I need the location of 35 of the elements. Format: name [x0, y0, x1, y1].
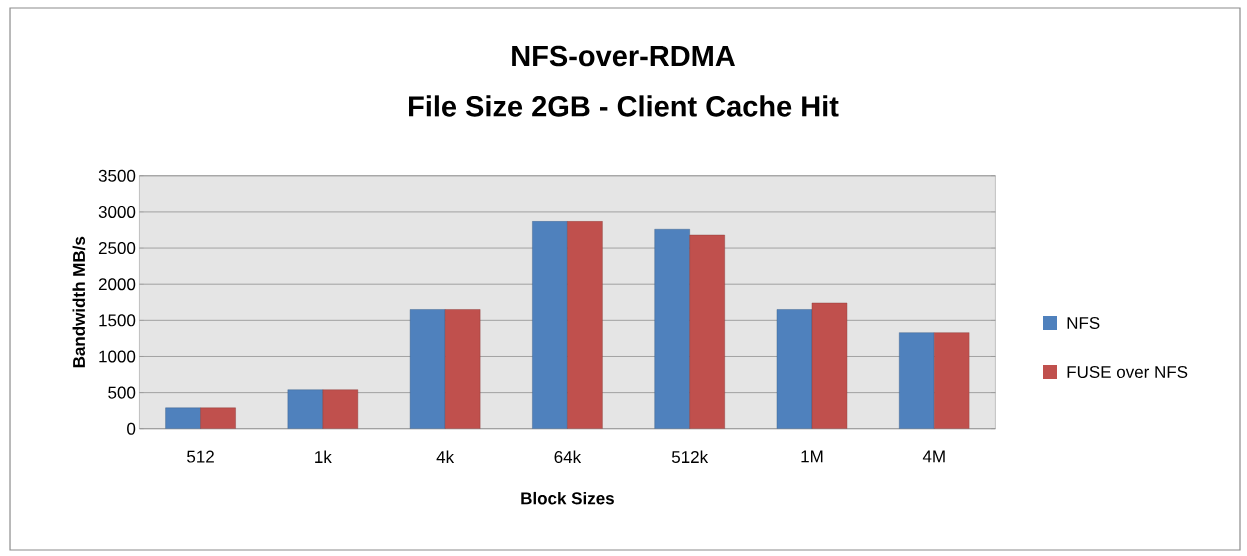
x-tick-label: 512 [187, 450, 214, 463]
bar [934, 332, 970, 429]
bar [654, 229, 690, 429]
bar [322, 389, 359, 429]
x-tick-label: 1k [315, 450, 332, 463]
bar [567, 221, 603, 429]
bar [165, 407, 201, 429]
bar [287, 389, 324, 429]
bar [409, 309, 446, 429]
chart-title: NFS-over-RDMA [512, 45, 735, 67]
bar [200, 407, 236, 429]
x-tick-label: 1M [801, 450, 823, 463]
legend-label: FUSE over NFS [1067, 365, 1188, 378]
y-tick-label: 2000 [98, 278, 136, 291]
bar [689, 234, 725, 429]
y-tick-label: 2500 [98, 242, 136, 255]
x-tick-label: 4M [922, 450, 945, 463]
x-tick-label: 64k [554, 450, 582, 464]
legend-label: NFS [1067, 316, 1100, 329]
chart-title: File Size 2GB - Client Cache Hit [409, 95, 839, 117]
y-tick-label: 3500 [98, 169, 136, 182]
bar [899, 332, 935, 429]
y-tick-label: 500 [108, 386, 136, 399]
y-tick-label: 3000 [98, 205, 136, 218]
y-tick-label: 1000 [99, 350, 136, 363]
x-tick-label: 512k [671, 450, 709, 464]
bar [811, 302, 848, 429]
y-axis-title: Bandwidth MB/s [72, 236, 86, 368]
y-tick-label: 1500 [99, 314, 136, 327]
bar [776, 309, 813, 429]
x-tick-label: 4k [436, 450, 455, 463]
x-axis-title: Block Sizes [521, 491, 614, 505]
bar [532, 221, 568, 429]
bar [444, 309, 481, 429]
y-tick-label: 0 [127, 422, 136, 435]
